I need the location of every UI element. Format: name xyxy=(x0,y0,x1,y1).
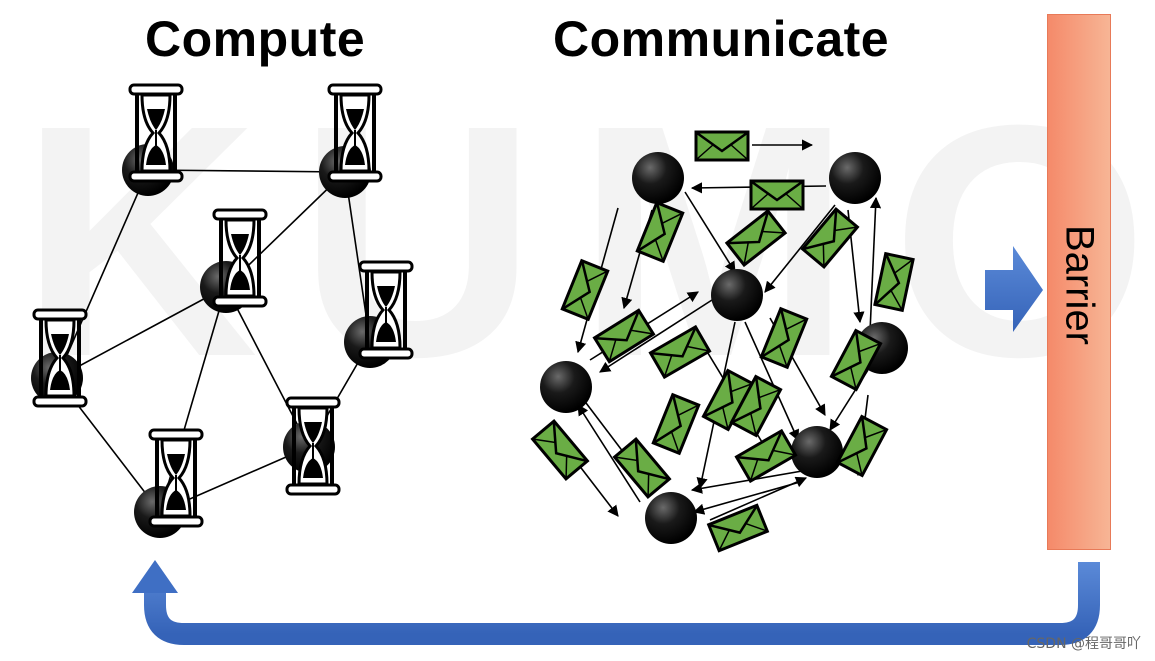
compute-graph xyxy=(31,83,414,538)
barrier-label: Barrier xyxy=(1057,224,1102,346)
hourglass-icon xyxy=(358,260,414,360)
background-watermark-text: KUMO xyxy=(20,56,1155,425)
vertex-node-icon xyxy=(829,152,881,204)
communicate-title: Communicate xyxy=(553,11,890,67)
right-arrow-icon xyxy=(985,246,1043,332)
vertex-node-icon xyxy=(711,269,763,321)
vertex-node-icon xyxy=(791,426,843,478)
envelope-icon xyxy=(749,179,805,211)
hourglass-icon xyxy=(32,308,88,408)
envelope-icon xyxy=(835,414,889,478)
envelope-icon xyxy=(694,130,750,162)
communicate-nodes xyxy=(540,152,908,544)
return-arrow-icon xyxy=(132,560,1100,645)
envelope-icon xyxy=(707,503,769,553)
hourglass-icon xyxy=(285,396,341,496)
barrier-box: Barrier xyxy=(1047,14,1111,550)
hourglass-icon xyxy=(327,83,383,183)
hourglass-icon xyxy=(148,428,204,528)
hourglass-icon xyxy=(212,208,268,308)
envelope-icon xyxy=(531,419,589,481)
compute-title: Compute xyxy=(145,11,366,67)
hourglass-icon xyxy=(128,83,184,183)
communicate-graph xyxy=(531,130,915,553)
compute-edges xyxy=(56,169,371,513)
vertex-node-icon xyxy=(632,152,684,204)
envelope-icon xyxy=(613,437,671,499)
vertex-node-icon xyxy=(645,492,697,544)
vertex-node-icon xyxy=(540,361,592,413)
watermark-caption: CSDN @程哥哥吖 xyxy=(1026,636,1141,652)
